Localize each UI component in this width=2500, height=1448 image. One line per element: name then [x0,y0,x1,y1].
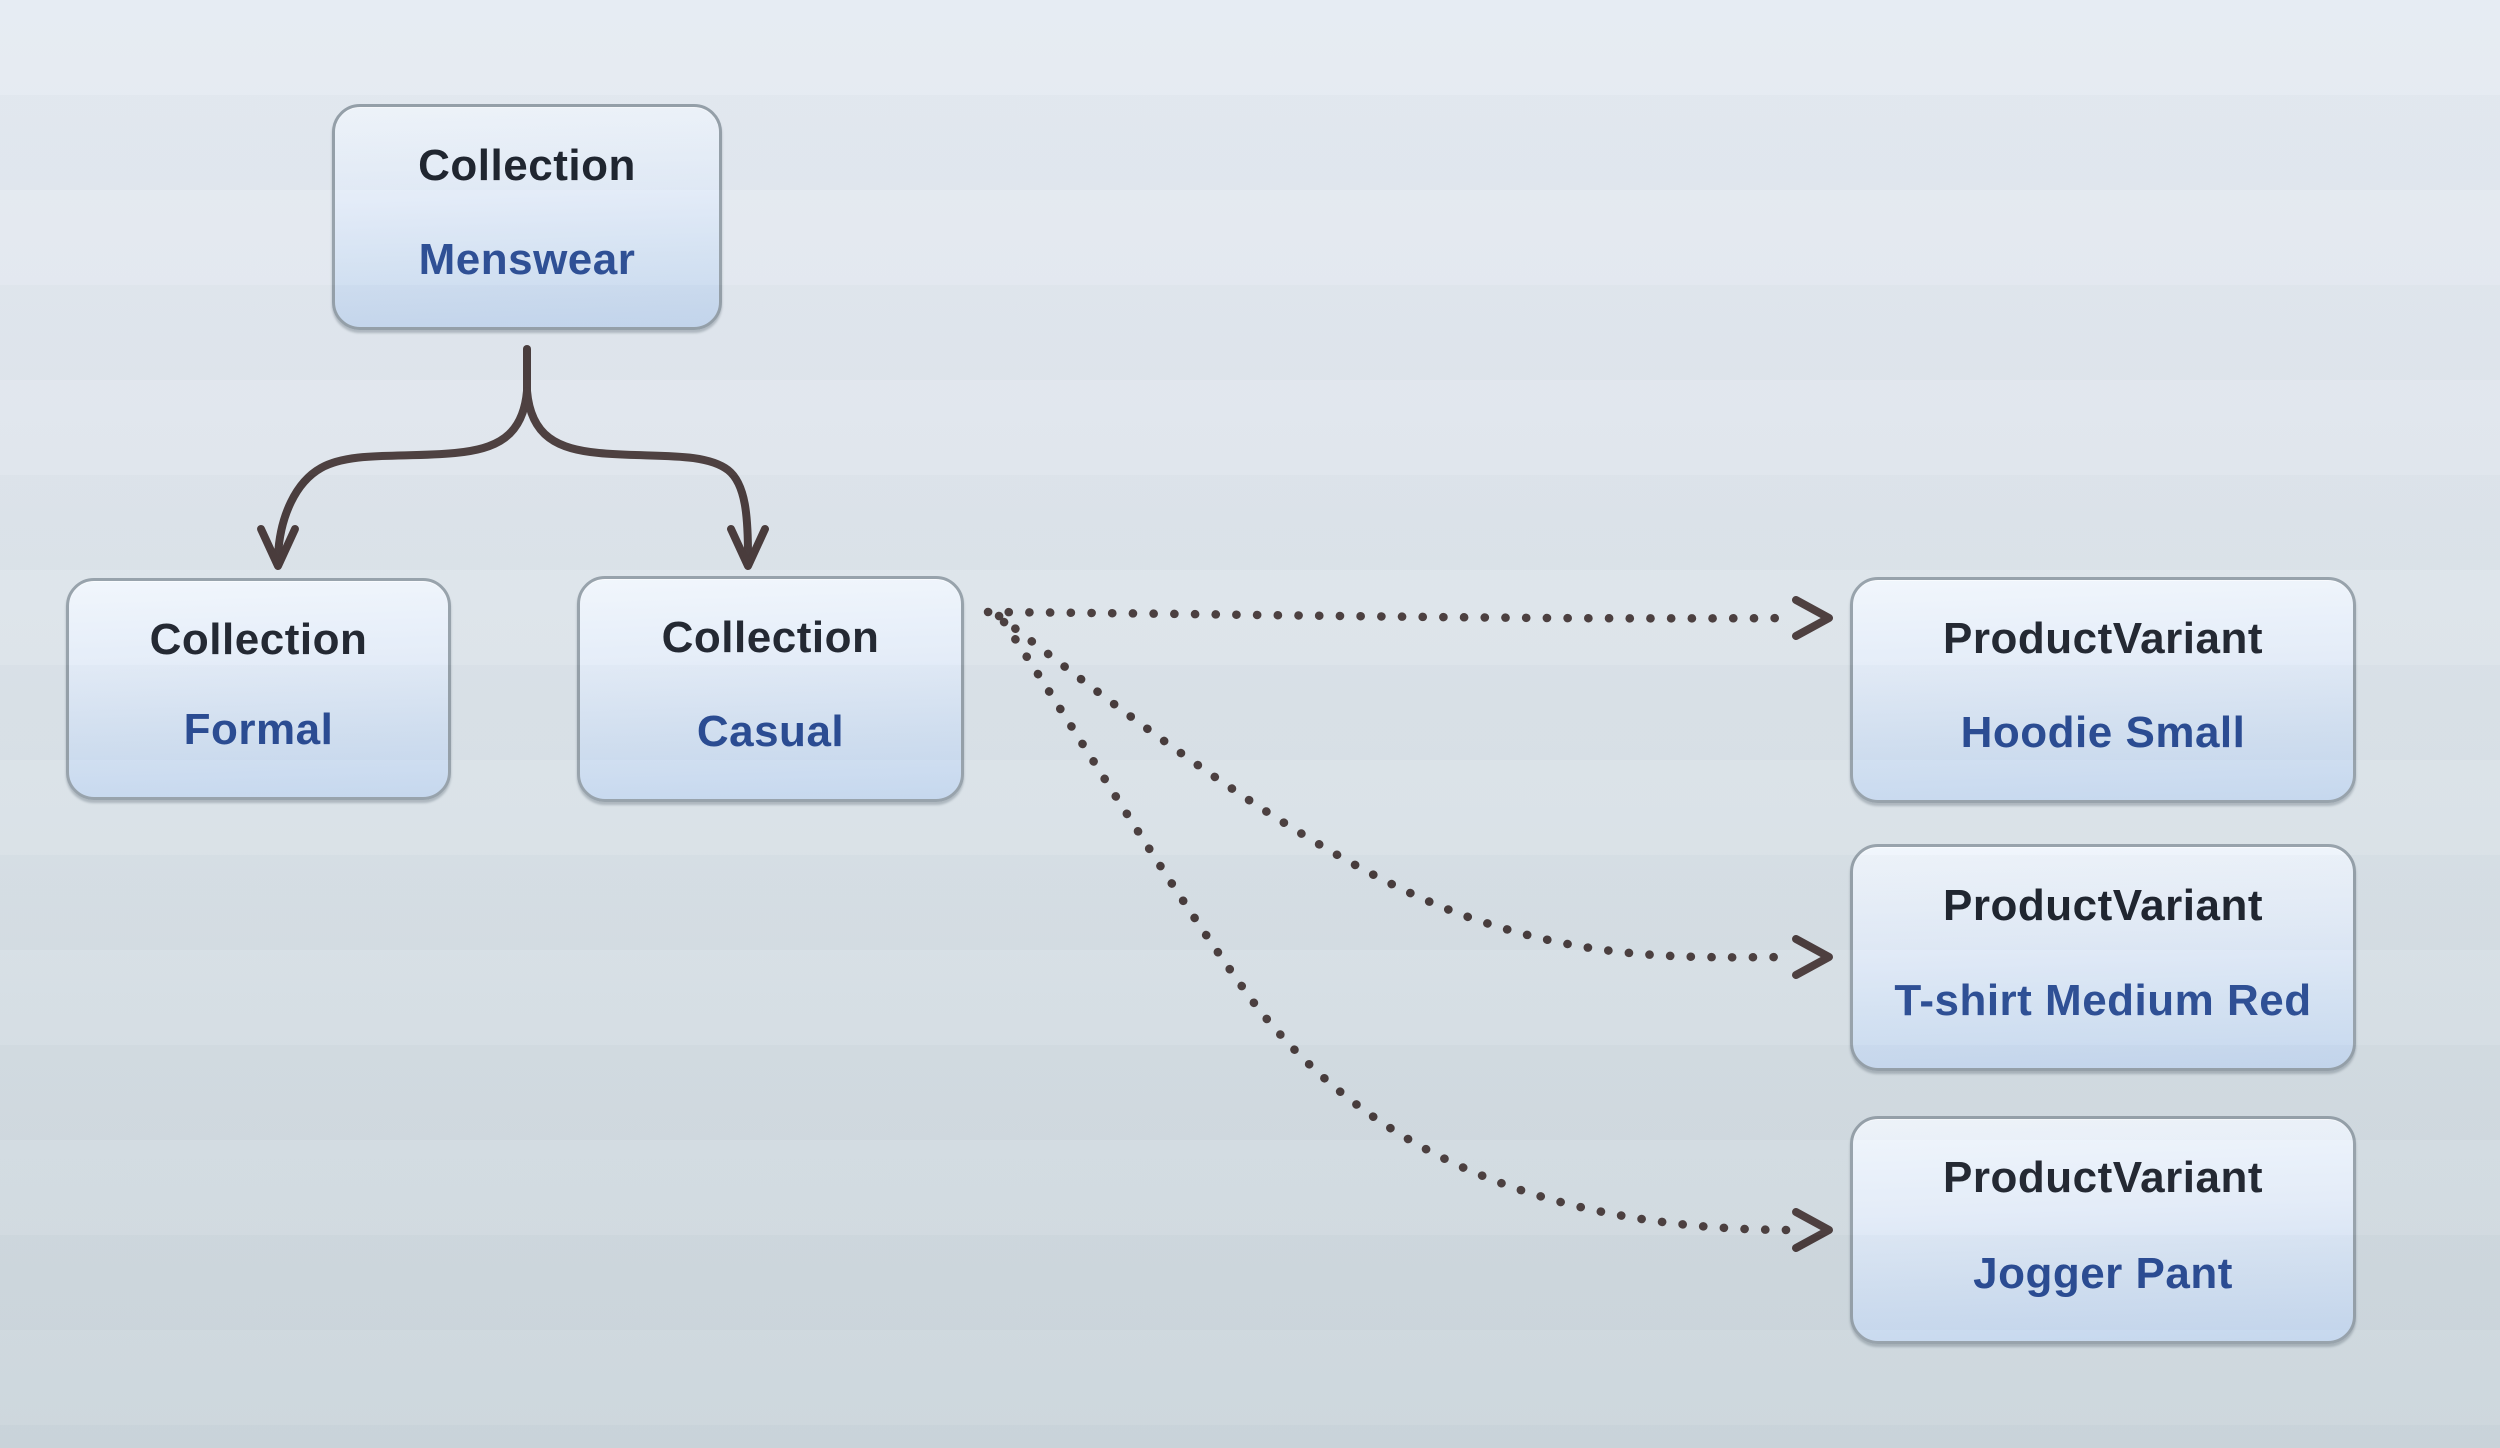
node-name-label: Hoodie Small [1960,708,2246,757]
node-productvariant-hoodie-small: ProductVariant Hoodie Small [1850,577,2356,803]
node-name-label: Casual [696,707,845,756]
edge-menswear-formal [274,387,531,560]
arrowhead-jogger [1792,1208,1833,1252]
node-name-label: Formal [183,705,334,754]
node-type-label: ProductVariant [1943,1153,2263,1202]
node-productvariant-jogger-pant: ProductVariant Jogger Pant [1850,1116,2356,1344]
node-collection-formal: Collection Formal [66,578,451,800]
node-name-label: T-shirt Medium Red [1894,976,2312,1025]
node-productvariant-tshirt-medium-red: ProductVariant T-shirt Medium Red [1850,844,2356,1071]
arrowhead-casual [727,525,769,570]
node-type-label: ProductVariant [1943,614,2263,663]
node-name-label: Menswear [418,235,636,284]
node-type-label: Collection [418,141,636,190]
edge-casual-hoodie [983,607,1793,623]
node-collection-casual: Collection Casual [577,576,964,802]
edge-casual-jogger [999,617,1793,1235]
node-type-label: Collection [661,613,880,662]
node-collection-menswear: Collection Menswear [332,104,722,330]
arrowhead-hoodie [1792,596,1833,640]
node-type-label: ProductVariant [1943,881,2263,930]
arrowhead-formal [257,525,299,570]
arrowhead-tshirt [1792,935,1833,979]
node-type-label: Collection [149,615,368,664]
node-name-label: Jogger Pant [1973,1249,2233,1298]
edge-menswear-casual [523,387,752,560]
edge-casual-tshirt [994,611,1793,962]
